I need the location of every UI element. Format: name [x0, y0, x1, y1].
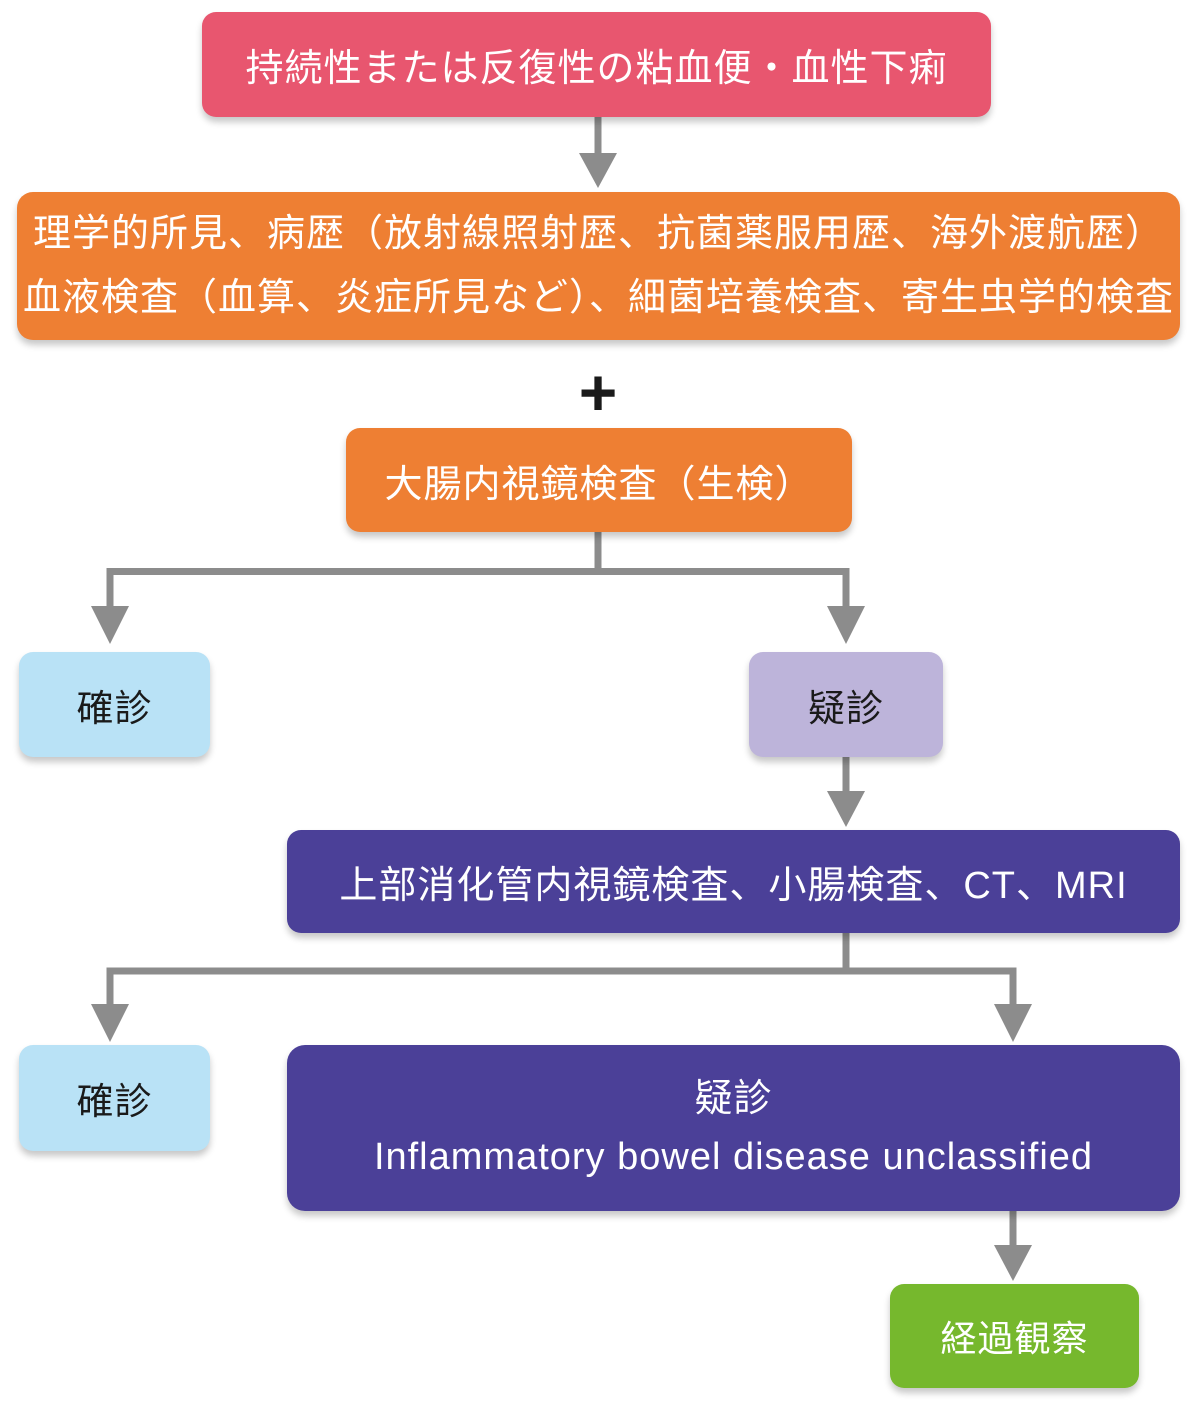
arrowhead-icon — [827, 606, 865, 644]
node-workup-line1: 理学的所見、病歴（放射線照射歴、抗菌薬服用歴、海外渡航歴） — [32, 213, 1164, 255]
node-suspected-first: 疑診 — [749, 652, 943, 757]
node-confirmed-second: 確診 — [19, 1045, 210, 1151]
arrowhead-icon — [91, 1004, 129, 1042]
node-confirmed-first: 確診 — [19, 652, 210, 757]
arrowhead-icon — [994, 1245, 1032, 1281]
node-workup: 理学的所見、病歴（放射線照射歴、抗菌薬服用歴、海外渡航歴） 血液検査（血算、炎症… — [17, 192, 1180, 340]
node-followup-label: 経過観察 — [940, 1318, 1089, 1359]
node-colonoscopy: 大腸内視鏡検査（生検） — [346, 428, 852, 532]
node-ibd-unclassified-line1: 疑診 — [694, 1078, 773, 1120]
node-ibd-unclassified: 疑診 Inflammatory bowel disease unclassifi… — [287, 1045, 1180, 1211]
connector-colonoscopy-branch — [91, 532, 865, 644]
node-symptom-label: 持続性または反復性の粘血便・血性下痢 — [245, 48, 948, 90]
node-confirmed-second-label: 確診 — [76, 1081, 153, 1122]
plus-symbol: + — [578, 355, 618, 429]
node-followup: 経過観察 — [890, 1284, 1139, 1388]
arrowhead-icon — [579, 153, 617, 188]
node-confirmed-first-label: 確診 — [76, 687, 153, 729]
node-ibd-unclassified-line2: Inflammatory bowel disease unclassified — [373, 1136, 1094, 1178]
connector-symptom-to-workup — [579, 117, 617, 188]
connector-suspected-to-tests — [827, 757, 865, 827]
arrowhead-icon — [827, 791, 865, 827]
node-suspected-first-label: 疑診 — [808, 687, 884, 729]
arrowhead-icon — [994, 1004, 1032, 1042]
arrowhead-icon — [91, 606, 129, 644]
connector-ibdu-to-followup — [994, 1211, 1032, 1281]
node-workup-line2: 血液検査（血算、炎症所見など）、細菌培養検査、寄生虫学的検査 — [22, 277, 1174, 319]
connector-tests-branch — [91, 933, 1032, 1042]
node-additional-tests: 上部消化管内視鏡検査、小腸検査、CT、MRI — [287, 830, 1180, 933]
node-symptom: 持続性または反復性の粘血便・血性下痢 — [202, 12, 991, 117]
node-additional-tests-label: 上部消化管内視鏡検査、小腸検査、CT、MRI — [339, 865, 1128, 907]
node-colonoscopy-label: 大腸内視鏡検査（生検） — [384, 463, 814, 506]
plus-icon: + — [558, 352, 638, 432]
